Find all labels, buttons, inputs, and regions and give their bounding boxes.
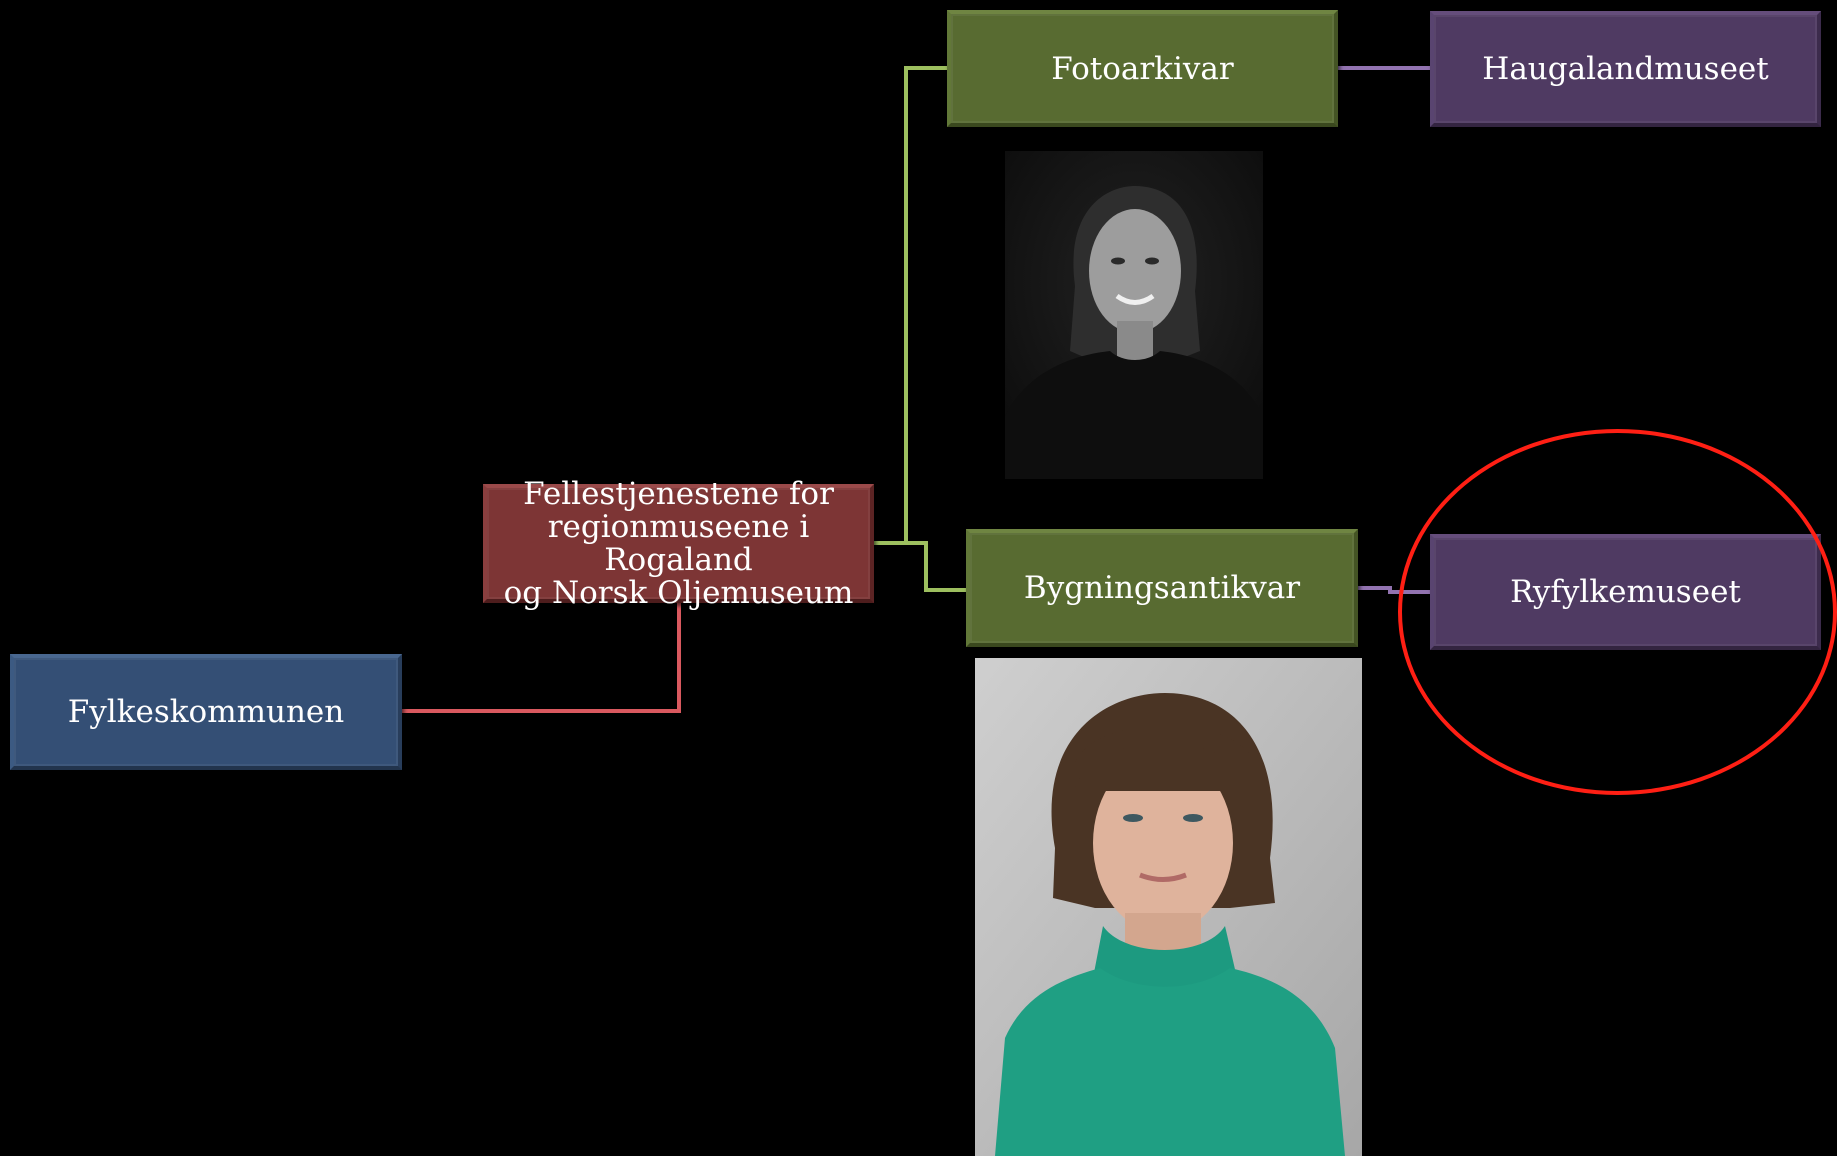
node-fellestjenestene-line-3: og Norsk Oljemuseum	[503, 574, 854, 611]
connector-fylkeskommunen-fellestjenestene	[402, 603, 681, 713]
node-bygningsantikvar-label: Bygningsantikvar	[1023, 570, 1301, 606]
node-fotoarkivar[interactable]: Fotoarkivar	[947, 10, 1338, 127]
node-bygningsantikvar[interactable]: Bygningsantikvar	[966, 529, 1358, 647]
node-fylkeskommunen[interactable]: Fylkeskommunen	[10, 654, 402, 770]
node-fotoarkivar-label: Fotoarkivar	[1051, 50, 1234, 87]
node-fellestjenestene-line-1: Fellestjenestene for	[523, 475, 834, 512]
node-haugalandmuseet-label: Haugalandmuseet	[1482, 51, 1769, 87]
fotoarkivar-portrait-photo	[1005, 151, 1263, 479]
portrait-image	[1005, 151, 1263, 479]
node-fellestjenestene-label: Fellestjenestene for regionmuseene i Rog…	[487, 475, 870, 611]
node-fellestjenestene-line-2: regionmuseene i Rogaland	[547, 508, 810, 578]
node-fellestjenestene[interactable]: Fellestjenestene for regionmuseene i Rog…	[483, 477, 874, 609]
node-haugalandmuseet[interactable]: Haugalandmuseet	[1430, 11, 1821, 127]
node-fylkeskommunen-label: Fylkeskommunen	[67, 694, 345, 730]
portrait-image	[975, 658, 1362, 1156]
highlight-circle	[1398, 429, 1837, 795]
bygningsantikvar-portrait-photo	[975, 658, 1362, 1156]
connector-fellestjenestene-fotoarkivar	[874, 66, 947, 545]
connector-fellestjenestene-bygningsantikvar	[874, 541, 966, 592]
